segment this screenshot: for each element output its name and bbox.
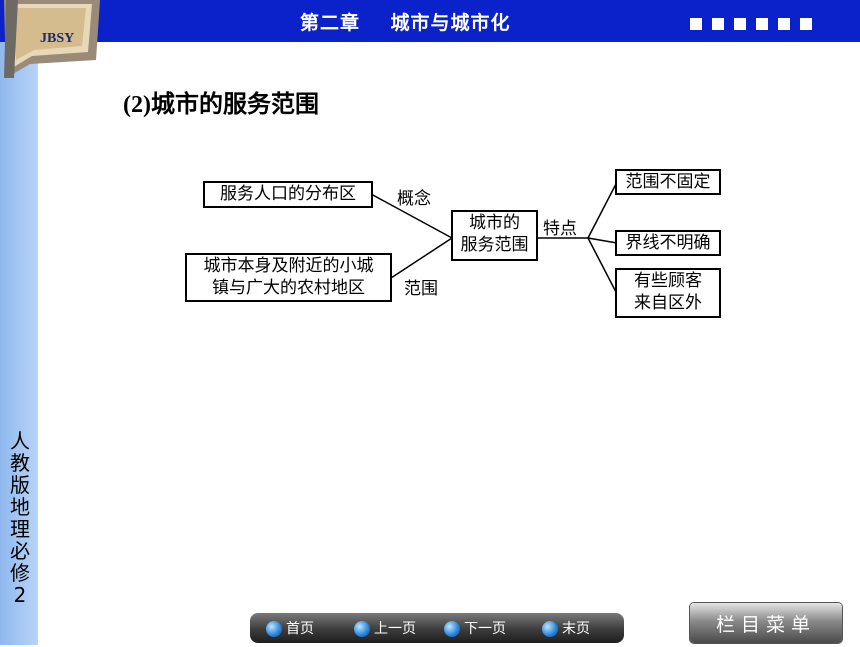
- heading-number: (2): [123, 92, 151, 118]
- edge-label-features: 特点: [543, 219, 577, 239]
- node-label: 范围不固定: [625, 172, 711, 192]
- nav-next-label: 下一页: [464, 621, 506, 637]
- node-customers-outside: 有些顾客 来自区外: [615, 268, 721, 318]
- node-label: 界线不明确: [625, 233, 711, 253]
- nav-last-label: 末页: [562, 621, 590, 637]
- decor-squares: [690, 15, 822, 30]
- chapter-title: 第二章 城市与城市化: [300, 8, 511, 35]
- node-label-line2: 来自区外: [634, 293, 702, 313]
- slide-navigation: 首页 上一页 下一页 末页: [250, 613, 624, 643]
- blue-orb-icon: [266, 621, 282, 637]
- left-sidebar: [0, 42, 38, 645]
- section-heading: (2)城市的服务范围: [123, 84, 319, 119]
- decor-square: [734, 18, 746, 30]
- decor-square: [778, 18, 790, 30]
- nav-first-label: 首页: [286, 621, 314, 637]
- node-service-area: 城市本身及附近的小城 镇与广大的农村地区: [185, 253, 392, 302]
- nav-next-button[interactable]: 下一页: [444, 618, 506, 638]
- nav-prev-label: 上一页: [374, 621, 416, 637]
- decor-square: [756, 18, 768, 30]
- chapter-name: 城市与城市化: [390, 12, 511, 34]
- node-label-line1: 城市的: [469, 213, 520, 233]
- blue-orb-icon: [354, 621, 370, 637]
- node-city-service-range: 城市的 服务范围: [451, 210, 538, 261]
- heading-text: 城市的服务范围: [150, 90, 319, 118]
- edge-label-concept: 概念: [397, 189, 431, 209]
- decor-square: [690, 18, 702, 30]
- node-label: 服务人口的分布区: [220, 184, 356, 204]
- blue-orb-icon: [444, 621, 460, 637]
- decor-square: [712, 18, 724, 30]
- book-logo-icon: JBSY: [4, 0, 100, 78]
- nav-prev-button[interactable]: 上一页: [354, 618, 416, 638]
- sidebar-subject-text: 人教版地理必修2: [10, 429, 30, 607]
- node-label-line1: 有些顾客: [634, 271, 702, 291]
- node-boundary-unclear: 界线不明确: [615, 230, 721, 256]
- menu-button[interactable]: 栏目菜单: [690, 603, 842, 643]
- blue-orb-icon: [542, 621, 558, 637]
- nav-last-button[interactable]: 末页: [542, 618, 590, 638]
- node-label-line2: 服务范围: [460, 235, 529, 255]
- top-bar: 第二章 城市与城市化: [0, 0, 860, 42]
- node-label-line2: 镇与广大的农村地区: [212, 278, 365, 298]
- node-service-population: 服务人口的分布区: [203, 181, 373, 208]
- node-range-not-fixed: 范围不固定: [615, 169, 721, 195]
- decor-square: [800, 18, 812, 30]
- chapter-number: 第二章: [300, 12, 361, 34]
- nav-first-button[interactable]: 首页: [266, 618, 314, 638]
- node-label-line1: 城市本身及附近的小城: [203, 256, 374, 276]
- logo-text: JBSY: [40, 31, 74, 46]
- edge-label-scope: 范围: [404, 279, 438, 299]
